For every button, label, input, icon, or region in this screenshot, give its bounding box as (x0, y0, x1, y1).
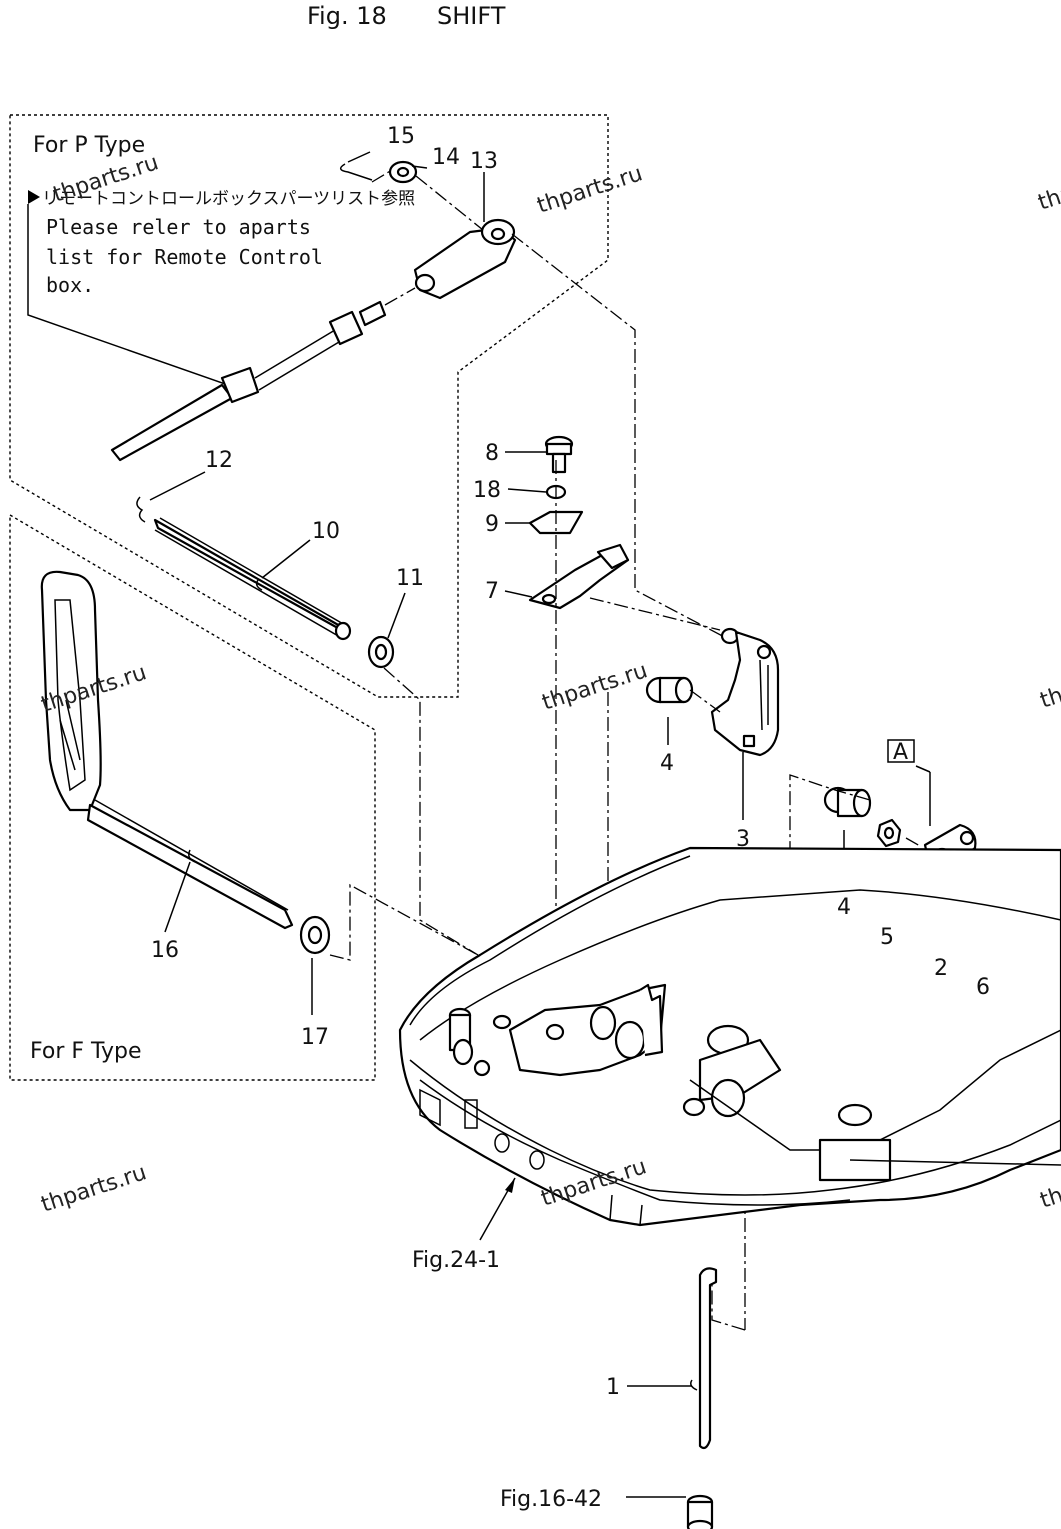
part-number-9: 9 (485, 512, 499, 537)
note-arrow-icon (28, 190, 40, 204)
ref-fig-16-42: Fig.16-42 (500, 1487, 602, 1512)
ref-a-box-upper (887, 739, 915, 763)
part-number-3: 3 (736, 827, 750, 852)
part-number-14: 14 (432, 145, 460, 170)
watermark: thparts.ru (1035, 158, 1061, 216)
part-4-bushing-lower (823, 786, 872, 818)
part-number-4-lower: 4 (837, 895, 851, 920)
bottom-cowling (398, 846, 1061, 1227)
part-16-tiller-handle (40, 570, 294, 930)
remote-cable (110, 287, 416, 462)
part-number-13: 13 (470, 149, 498, 174)
part-15-clip (339, 163, 373, 181)
part-number-2: 2 (934, 956, 948, 981)
watermark: thparts.ru (1037, 656, 1061, 714)
part-number-7: 7 (485, 579, 499, 604)
f-type-label: For F Type (30, 1039, 142, 1064)
grommet-part (686, 1494, 714, 1529)
part-number-12: 12 (205, 448, 233, 473)
part-number-10: 10 (312, 519, 340, 544)
part-3-shift-lever (710, 627, 780, 757)
part-number-11: 11 (396, 566, 424, 591)
figure-title: SHIFT (437, 2, 506, 30)
watermark: thparts.ru (534, 161, 646, 219)
note-japanese: リモートコントロールボックスパーツリスト参照 (42, 189, 415, 209)
part-number-16: 16 (151, 938, 179, 963)
ref-fig-24-1: Fig.24-1 (412, 1248, 500, 1273)
note-line-3: box. (46, 273, 94, 297)
part-number-4-upper: 4 (660, 751, 674, 776)
ref-a-upper: A (893, 740, 908, 765)
axis-line-13-3 (511, 233, 731, 641)
part-13-joint (413, 218, 517, 300)
note-line-2: list for Remote Control (46, 245, 323, 269)
p-type-label: For P Type (33, 133, 145, 158)
part-number-17: 17 (301, 1025, 329, 1050)
part-number-15: 15 (387, 124, 415, 149)
part-number-5: 5 (880, 925, 894, 950)
p-type-boundary (9, 114, 609, 698)
part-10-shift-rod (153, 517, 352, 641)
part-7-bracket (528, 543, 630, 610)
part-number-8: 8 (485, 441, 499, 466)
note-leader (27, 204, 229, 386)
f-type-boundary (9, 514, 376, 1081)
part-8-bolt (544, 435, 574, 474)
part-number-18: 18 (473, 478, 501, 503)
note-line-1: Please reler to aparts (46, 215, 311, 239)
watermark: thparts.ru (38, 1160, 150, 1218)
part-4-bushing-upper (645, 676, 694, 704)
axis-line-2-4 (789, 774, 871, 1140)
part-number-1: 1 (606, 1375, 620, 1400)
part-number-6: 6 (976, 975, 990, 1000)
part-12-clip (136, 496, 146, 523)
figure-number: Fig. 18 (307, 2, 387, 30)
